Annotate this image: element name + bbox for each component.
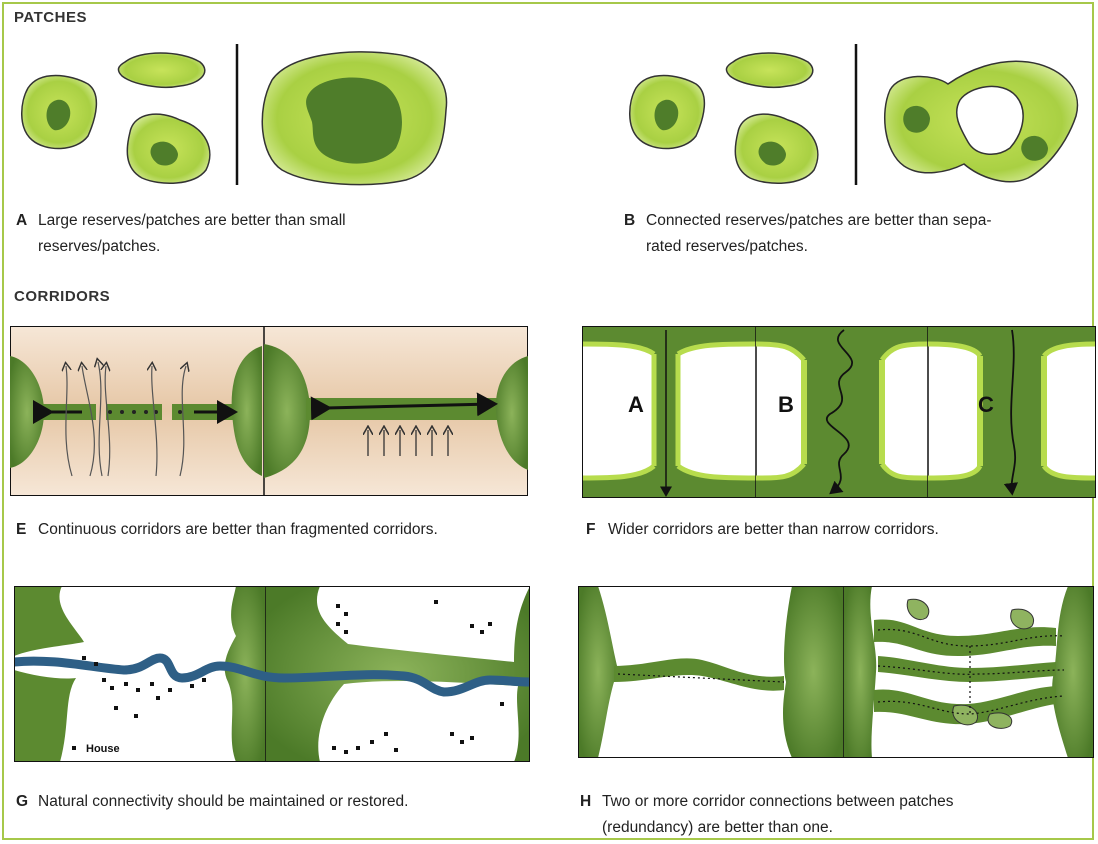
caption-a: A Large reserves/patches are better than … xyxy=(16,208,346,260)
caption-letter: B xyxy=(624,212,636,229)
caption-text: (redundancy) are better than one. xyxy=(602,819,833,836)
caption-letter: A xyxy=(16,212,28,229)
caption-b: B Connected reserves/patches are better t… xyxy=(624,208,992,260)
caption-letter: F xyxy=(586,521,596,538)
caption-text: Connected reserves/patches are better th… xyxy=(646,212,992,229)
panel-f-label-c: C xyxy=(978,392,994,417)
heading-corridors: CORRIDORS xyxy=(14,288,111,305)
panel-f-label-b: B xyxy=(778,392,794,417)
panel-a-diagram xyxy=(10,40,470,190)
heading-patches: PATCHES xyxy=(14,9,87,26)
panel-f-diagram: A B C xyxy=(582,326,1096,498)
caption-text: Natural connectivity should be maintaine… xyxy=(38,793,409,810)
caption-e: E Continuous corridors are better than fr… xyxy=(16,517,438,543)
panel-h-diagram xyxy=(578,586,1094,758)
caption-text: Continuous corridors are better than fra… xyxy=(38,521,438,538)
caption-text: Wider corridors are better than narrow c… xyxy=(608,521,939,538)
caption-text: Two or more corridor connections between… xyxy=(602,793,954,810)
caption-text: Large reserves/patches are better than s… xyxy=(38,212,346,229)
panel-f-label-a: A xyxy=(628,392,644,417)
panel-b-diagram xyxy=(618,40,1088,190)
panel-g-diagram: House xyxy=(14,586,530,762)
caption-g: G Natural connectivity should be maintain… xyxy=(16,789,408,815)
caption-text: rated reserves/patches. xyxy=(646,238,808,255)
caption-text: reserves/patches. xyxy=(38,238,161,255)
caption-letter: E xyxy=(16,521,27,538)
house-label: House xyxy=(86,743,120,755)
caption-letter: H xyxy=(580,793,592,810)
caption-h: H Two or more corridor connections betwee… xyxy=(580,789,954,841)
panel-e-diagram xyxy=(10,326,528,496)
caption-f: F Wider corridors are better than narrow … xyxy=(586,517,939,543)
caption-letter: G xyxy=(16,793,29,810)
